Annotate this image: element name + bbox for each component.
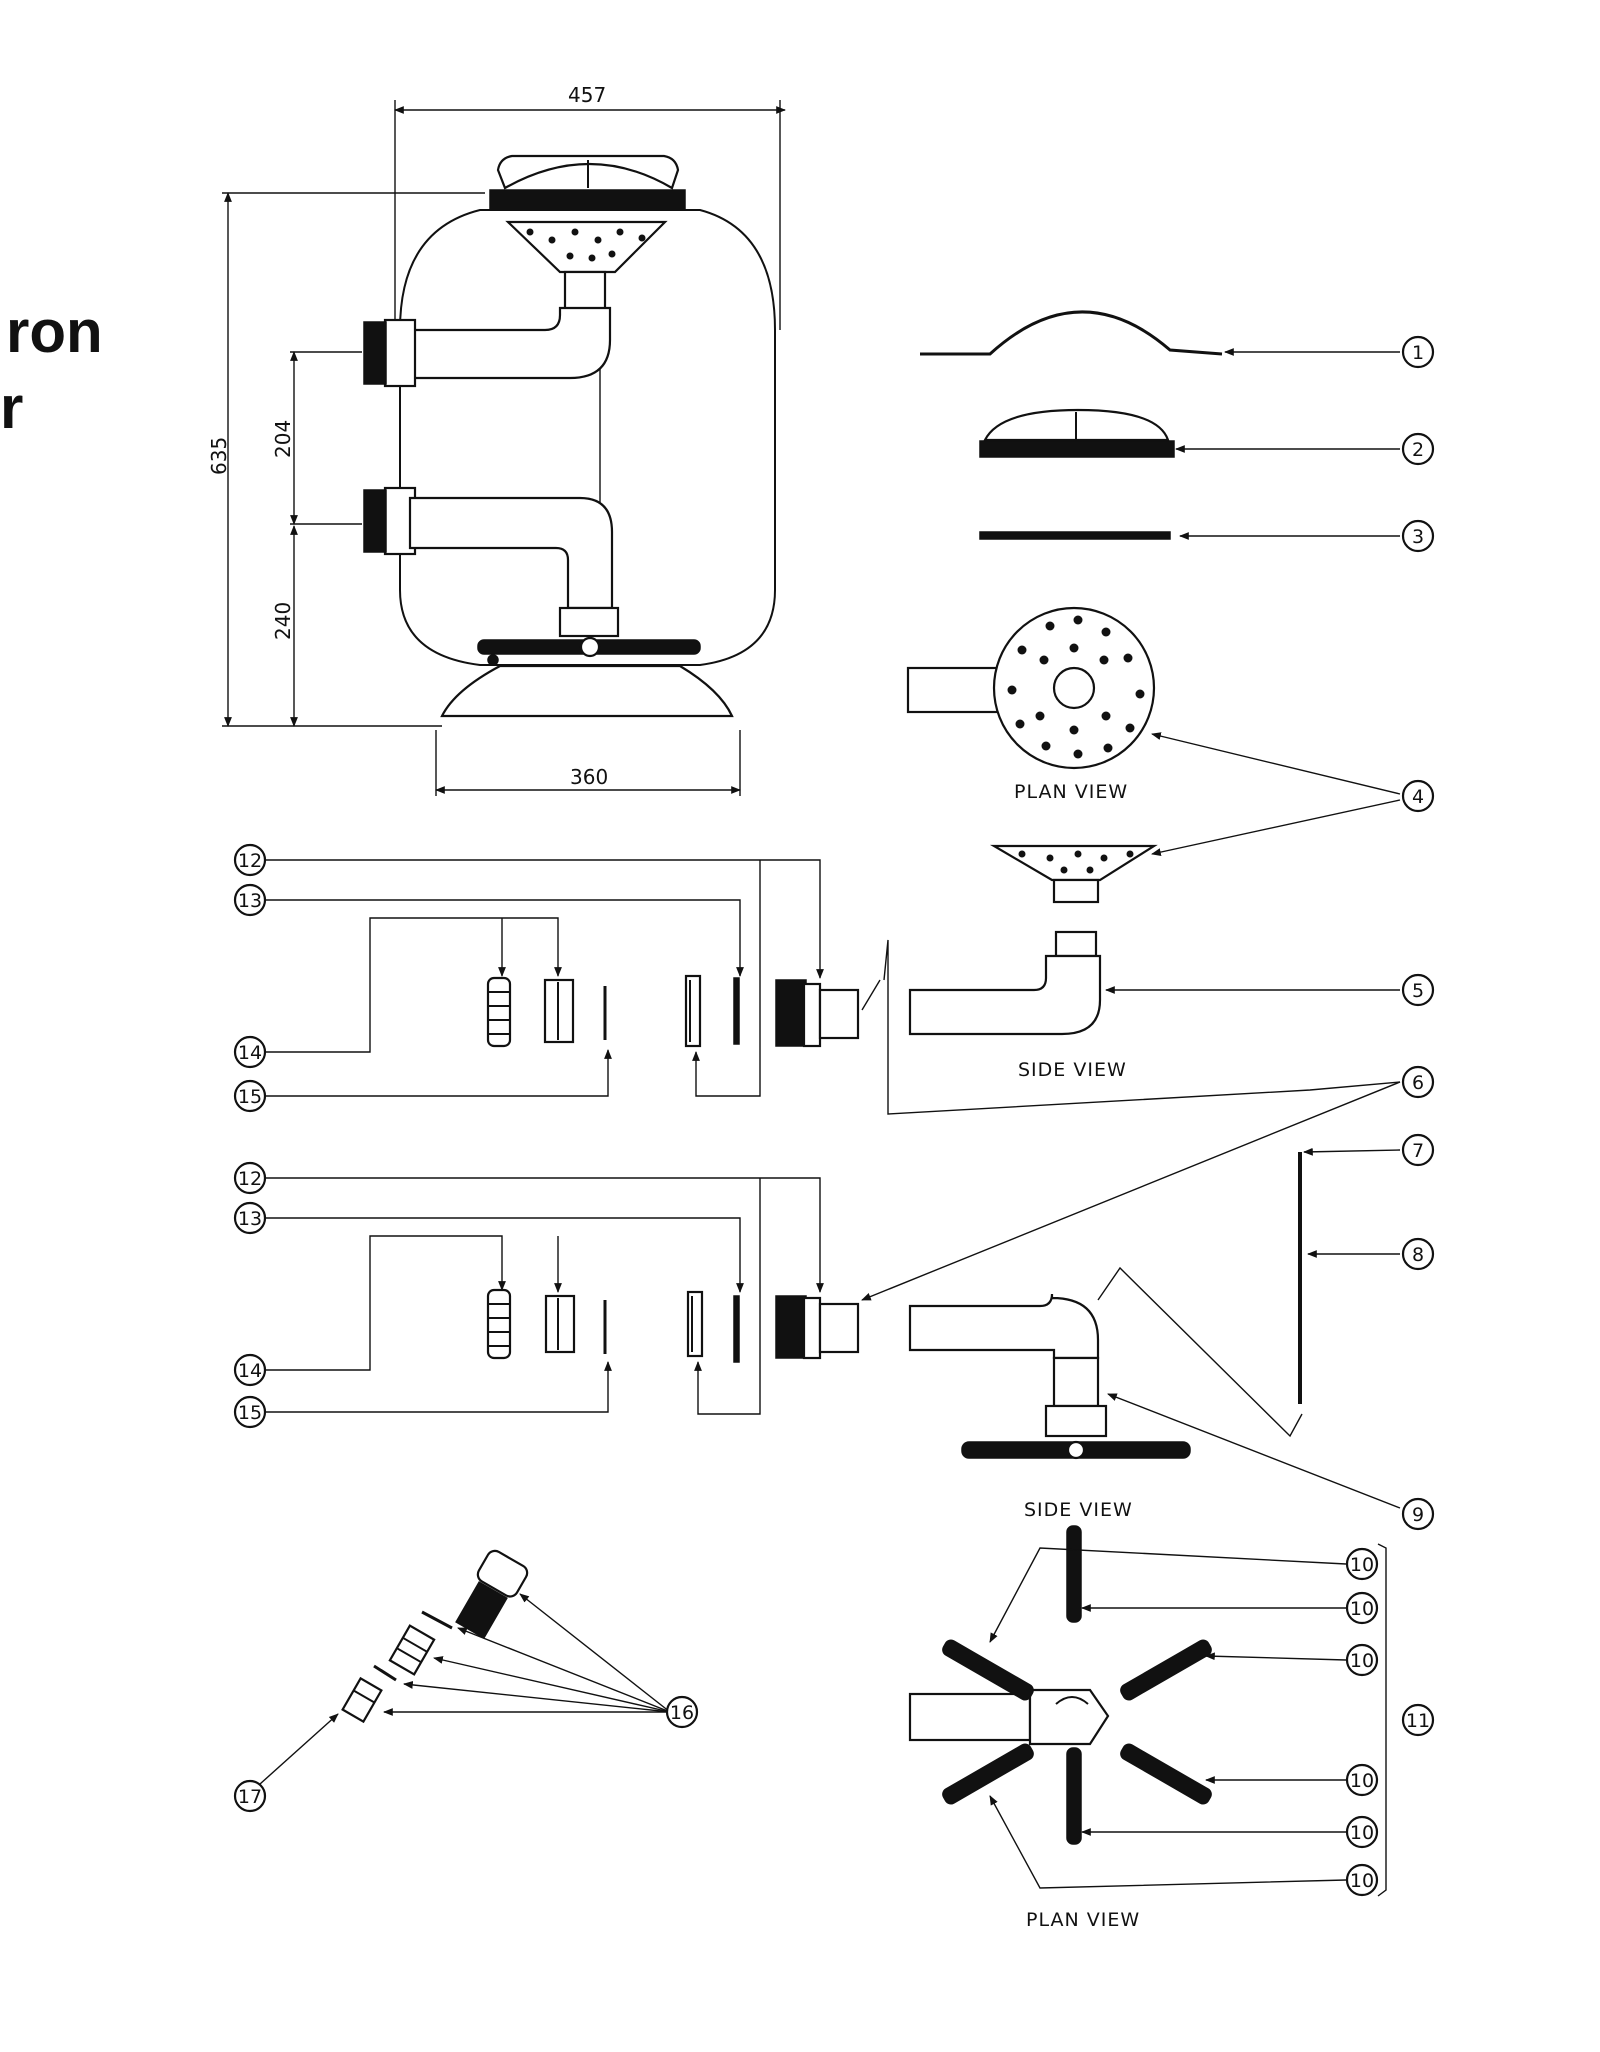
part-17-leader xyxy=(259,1713,339,1785)
svg-text:1: 1 xyxy=(1412,342,1424,364)
part-5-elbow-pipe xyxy=(908,930,1400,1036)
callout-10: 10 xyxy=(1345,1763,1379,1797)
svg-text:13: 13 xyxy=(238,1208,262,1230)
callout-15: 15 xyxy=(233,1079,267,1113)
callout-10: 10 xyxy=(1345,1547,1379,1581)
callout-10: 10 xyxy=(1345,1815,1379,1849)
label-side-view-upper: SIDE VIEW xyxy=(1018,1059,1127,1081)
heading-line-2: r xyxy=(0,374,23,441)
part-2-lid xyxy=(979,408,1400,458)
callout-12: 12 xyxy=(233,843,267,877)
part-4-diffuser-side-view xyxy=(989,844,1158,904)
svg-text:6: 6 xyxy=(1412,1072,1424,1094)
upper-port-thread xyxy=(363,321,387,385)
heading-line-1: ron xyxy=(6,298,103,365)
callout-2: 2 xyxy=(1401,432,1435,466)
svg-text:3: 3 xyxy=(1412,526,1424,548)
callout-3: 3 xyxy=(1401,519,1435,553)
svg-text:10: 10 xyxy=(1350,1554,1374,1576)
upper-fitting-assembly xyxy=(252,859,881,1097)
callout-14: 14 xyxy=(233,1035,267,1069)
svg-text:14: 14 xyxy=(238,1360,262,1382)
svg-text:5: 5 xyxy=(1412,980,1424,1002)
svg-text:12: 12 xyxy=(238,850,262,872)
svg-text:10: 10 xyxy=(1350,1870,1374,1892)
svg-text:12: 12 xyxy=(238,1168,262,1190)
lid-clamp-ring xyxy=(489,189,686,211)
dimension-lines: 457 635 204 240 360 xyxy=(207,83,786,796)
svg-text:10: 10 xyxy=(1350,1822,1374,1844)
part-10-leaders xyxy=(989,1543,1387,1897)
part-3-o-ring xyxy=(979,531,1400,540)
lateral-hub-plan-view xyxy=(908,1688,1110,1746)
callout-12: 12 xyxy=(233,1161,267,1195)
svg-text:9: 9 xyxy=(1412,1504,1424,1526)
lower-fitting-assembly xyxy=(252,1177,860,1415)
callout-5: 5 xyxy=(1401,973,1435,1007)
svg-text:10: 10 xyxy=(1350,1650,1374,1672)
svg-text:10: 10 xyxy=(1350,1598,1374,1620)
svg-text:13: 13 xyxy=(238,890,262,912)
tank-base xyxy=(440,664,734,718)
callout-9: 9 xyxy=(1401,1497,1435,1531)
upper-elbow-pipe xyxy=(408,306,612,380)
svg-text:14: 14 xyxy=(238,1042,262,1064)
filter-tank-assembly xyxy=(363,154,776,718)
dim-lower-port-240: 240 xyxy=(271,602,295,640)
svg-text:11: 11 xyxy=(1406,1710,1430,1732)
callout-7: 7 xyxy=(1401,1133,1435,1167)
callout-14: 14 xyxy=(233,1353,267,1387)
callout-10: 10 xyxy=(1345,1591,1379,1625)
dim-upper-port-204: 204 xyxy=(271,420,295,458)
svg-text:17: 17 xyxy=(238,1786,262,1808)
lower-side-view-pipe xyxy=(908,1266,1303,1460)
label-side-view-lower: SIDE VIEW xyxy=(1024,1499,1133,1521)
label-plan-view-bottom: PLAN VIEW xyxy=(1026,1909,1140,1931)
svg-text:2: 2 xyxy=(1412,439,1424,461)
dim-base-360: 360 xyxy=(570,765,608,789)
lower-elbow-pipe xyxy=(408,496,614,610)
dim-height-635: 635 xyxy=(207,437,231,475)
callout-16: 16 xyxy=(665,1695,699,1729)
callout-10: 10 xyxy=(1345,1863,1379,1897)
part-6-leaders xyxy=(861,939,1401,1301)
callout-6: 6 xyxy=(1401,1065,1435,1099)
callout-11: 11 xyxy=(1401,1703,1435,1737)
callouts: 1 2 3 4 5 6 7 8 9 10 10 10 10 10 10 11 1… xyxy=(233,335,1435,1897)
callout-4: 4 xyxy=(1401,779,1435,813)
callout-8: 8 xyxy=(1401,1237,1435,1271)
part-7-8-dip-tube xyxy=(1298,1147,1401,1404)
svg-text:15: 15 xyxy=(238,1402,262,1424)
callout-17: 17 xyxy=(233,1779,267,1813)
part-16-valve-assembly xyxy=(341,1549,671,1724)
lateral-arms xyxy=(942,1525,1212,1845)
callout-13: 13 xyxy=(233,883,267,917)
top-diffuser xyxy=(505,220,668,274)
lower-port-thread xyxy=(363,489,387,553)
part-4-diffuser-plan-view xyxy=(906,606,1156,770)
callout-15: 15 xyxy=(233,1395,267,1429)
callout-1: 1 xyxy=(1401,335,1435,369)
callout-13: 13 xyxy=(233,1201,267,1235)
part-1-gasket-cover xyxy=(920,310,1400,356)
dim-width-457: 457 xyxy=(568,83,606,107)
tank-lid xyxy=(496,154,680,190)
callout-10: 10 xyxy=(1345,1643,1379,1677)
tank-lateral-assembly xyxy=(477,636,701,658)
svg-text:16: 16 xyxy=(670,1702,694,1724)
label-plan-view-top: PLAN VIEW xyxy=(1014,781,1128,803)
svg-text:10: 10 xyxy=(1350,1770,1374,1792)
svg-text:8: 8 xyxy=(1412,1244,1424,1266)
svg-text:7: 7 xyxy=(1412,1140,1424,1162)
part-9-leader xyxy=(1107,1393,1401,1509)
svg-text:4: 4 xyxy=(1412,786,1424,808)
svg-text:15: 15 xyxy=(238,1086,262,1108)
